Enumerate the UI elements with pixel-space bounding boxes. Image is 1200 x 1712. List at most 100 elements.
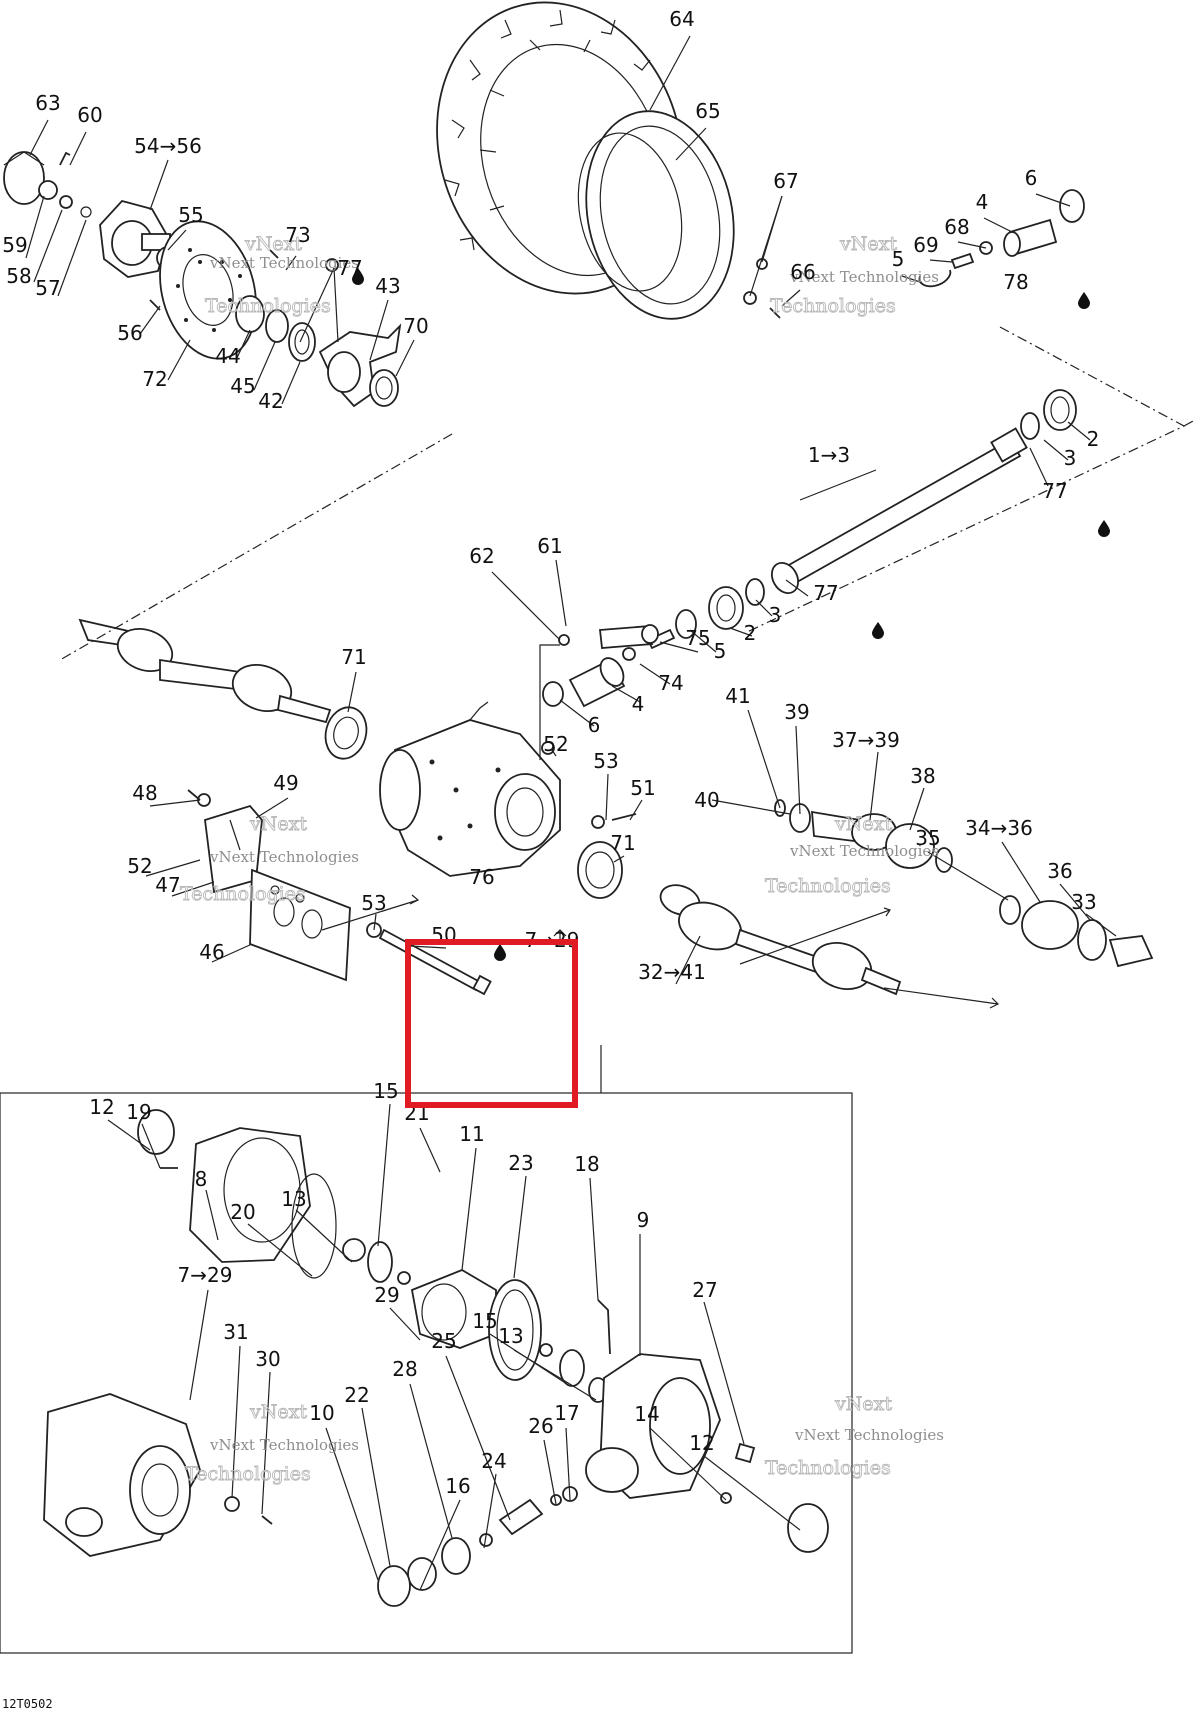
callout-l15b: 15 (472, 1309, 497, 1333)
callout-l66: 66 (790, 260, 815, 284)
callout-l11: 11 (459, 1122, 484, 1146)
callout-l77c: 77 (813, 581, 838, 605)
callout-l62: 62 (469, 544, 494, 568)
watermark-group: vNext Technologies vNext Technologies vN… (180, 233, 944, 1486)
callout-l46: 46 (199, 940, 224, 964)
callout-l65: 65 (695, 99, 720, 123)
pinion-part-25 (498, 1486, 578, 1536)
callout-l30: 30 (255, 1347, 280, 1371)
callout-l49: 49 (273, 771, 298, 795)
drawing-code: 12T0502 (2, 1697, 53, 1711)
callout-l54: 54→56 (134, 134, 202, 158)
callout-l68: 68 (944, 215, 969, 239)
callout-l9: 9 (637, 1208, 650, 1232)
leader-lines (25, 35, 1117, 1591)
drive-shaft-assembly (542, 389, 1077, 708)
watermark-text: vNext Technologies (209, 1436, 359, 1454)
callout-l56: 56 (117, 321, 142, 345)
callout-l26: 26 (528, 1414, 553, 1438)
watermark-outline: vNext (249, 1401, 307, 1423)
callout-l72: 72 (142, 367, 167, 391)
callout-l45: 45 (230, 374, 255, 398)
callout-l52a: 52 (543, 732, 568, 756)
callout-l44: 44 (215, 344, 240, 368)
callout-l13b: 13 (281, 1187, 306, 1211)
callout-l55: 55 (178, 203, 203, 227)
brake-disc-part-72 (159, 220, 257, 360)
housing-part-9 (585, 1353, 721, 1499)
breather-part-61 (539, 624, 659, 760)
callout-l12b: 12 (689, 1431, 714, 1455)
callout-l19: 19 (126, 1100, 151, 1124)
callout-l64: 64 (669, 7, 694, 31)
hub-bearing-group (3, 151, 402, 408)
seal-part-12-top (137, 1109, 175, 1155)
callout-l15a: 15 (373, 1079, 398, 1103)
seal-part-12-bottom (787, 1503, 829, 1553)
callout-l14: 14 (634, 1402, 659, 1426)
oring-part-20 (291, 1173, 337, 1279)
differential-housing-part-7 (379, 701, 637, 877)
housing-assembly-part-7 (43, 1393, 201, 1557)
callout-l3b: 3 (769, 603, 782, 627)
callout-l12a: 12 (89, 1095, 114, 1119)
callout-l25: 25 (431, 1329, 456, 1353)
coupler-part-4 (568, 657, 626, 708)
callout-l43: 43 (375, 274, 400, 298)
callout-l39: 39 (784, 700, 809, 724)
callout-l71a: 71 (341, 645, 366, 669)
callout-l63: 63 (35, 91, 60, 115)
callout-l47: 47 (155, 873, 180, 897)
callout-l40: 40 (694, 788, 719, 812)
watermark-outline: Technologies (770, 295, 896, 317)
watermark-outline: Technologies (180, 883, 306, 905)
watermark-outline: Technologies (205, 295, 331, 317)
callout-l58: 58 (6, 264, 31, 288)
callout-l61: 61 (537, 534, 562, 558)
watermark-outline: vNext (834, 1393, 892, 1415)
watermark-outline: vNext (834, 813, 892, 835)
watermark-outline: vNext (249, 813, 307, 835)
callout-l5a: 5 (892, 247, 905, 271)
callout-l76: 76 (469, 865, 494, 889)
callout-l5b: 5 (714, 639, 727, 663)
callout-l13c: 13 (498, 1324, 523, 1348)
watermark-outline: vNext (839, 233, 897, 255)
callout-l77a: 77 (337, 256, 362, 280)
callout-l77b: 77 (1042, 479, 1067, 503)
knuckle-part-43 (318, 323, 402, 408)
callout-l28: 28 (392, 1357, 417, 1381)
callout-l35: 35 (915, 826, 940, 850)
callout-l17: 17 (554, 1401, 579, 1425)
callout-l27: 27 (692, 1278, 717, 1302)
callout-l24: 24 (481, 1449, 506, 1473)
callout-l3a: 3 (1064, 446, 1077, 470)
mounting-bracket-part-47 (187, 789, 263, 894)
callout-l71b: 71 (610, 831, 635, 855)
watermark-outline: Technologies (765, 875, 891, 897)
callout-l36a: 36 (1047, 859, 1072, 883)
connector-line-left-axle (59, 433, 453, 661)
callout-l18: 18 (574, 1152, 599, 1176)
callout-l10: 10 (309, 1401, 334, 1425)
callout-l69: 69 (913, 233, 938, 257)
callout-l60: 60 (77, 103, 102, 127)
callout-l3241: 32→41 (638, 960, 706, 984)
callout-l52b: 52 (127, 854, 152, 878)
watermark-text: vNext Technologies (209, 848, 359, 866)
highlight-box (405, 939, 578, 1108)
watermark-outline: vNext (244, 233, 302, 255)
watermark-text: vNext Technologies (789, 842, 939, 860)
callout-l3739: 37→39 (832, 728, 900, 752)
lubricant-markers (352, 268, 1110, 961)
callout-l53b: 53 (361, 891, 386, 915)
wheel-hub-part-54 (99, 199, 171, 278)
callout-l6a: 6 (1025, 166, 1038, 190)
callout-l4a: 4 (976, 190, 989, 214)
callout-l22: 22 (344, 1383, 369, 1407)
watermark-text: vNext Technologies (789, 268, 939, 286)
callout-l2b: 2 (744, 621, 757, 645)
ring-gear-part-23 (488, 1279, 542, 1381)
callout-l48: 48 (132, 781, 157, 805)
